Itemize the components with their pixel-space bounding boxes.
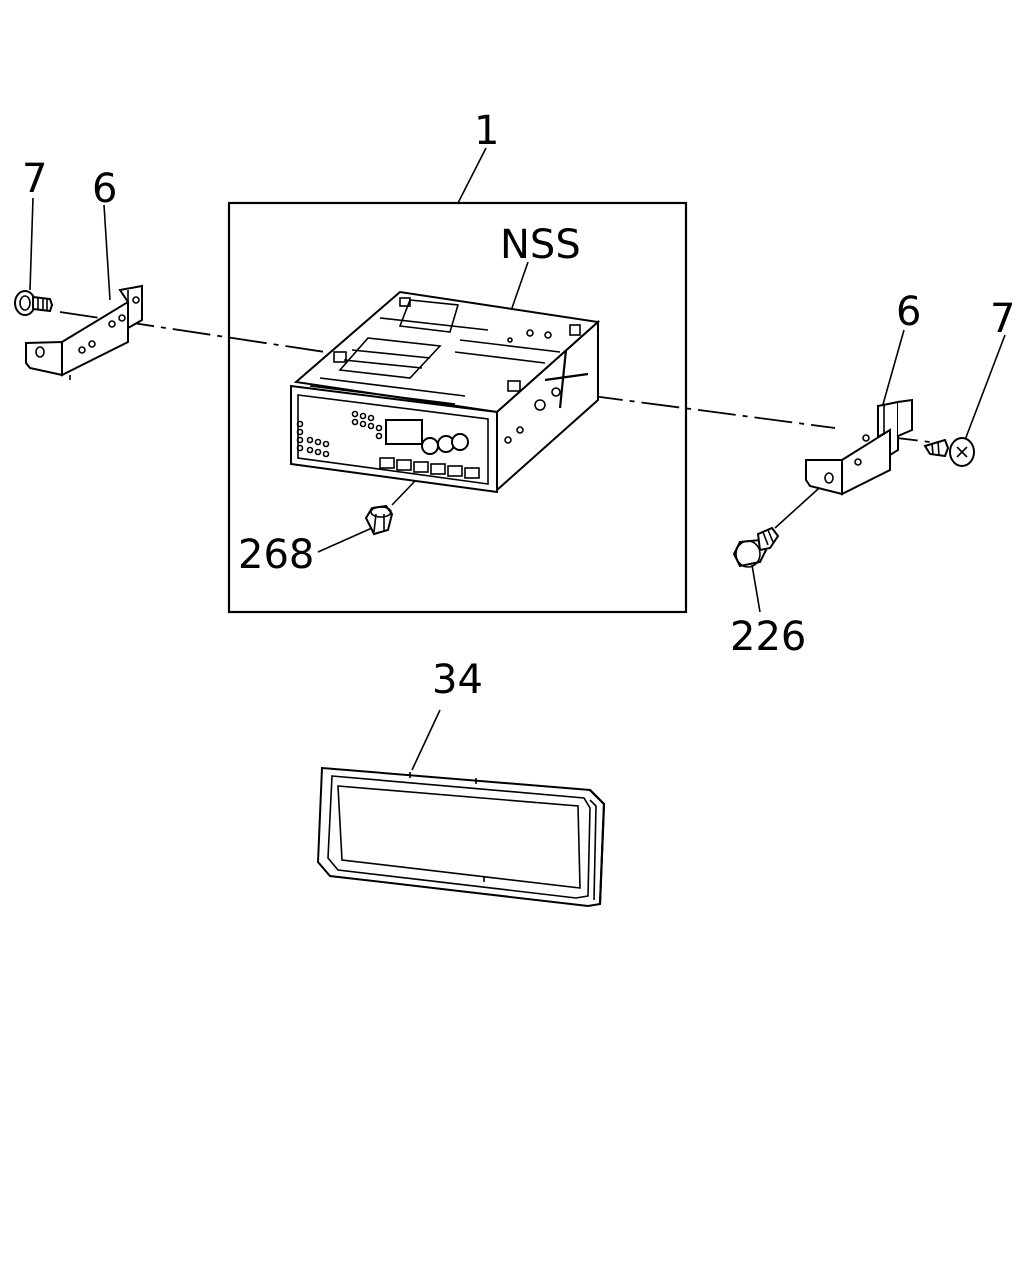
screw-left-icon — [14, 290, 54, 316]
bracket-right-icon — [805, 398, 913, 496]
callout-radio-assembly: 1 — [474, 108, 499, 154]
bolt-icon — [732, 526, 780, 568]
leader-34 — [411, 709, 441, 771]
callout-bracket-left: 6 — [92, 166, 117, 212]
screw-right-icon — [923, 437, 975, 467]
callout-screw-right: 7 — [990, 296, 1015, 342]
leader-268 — [317, 527, 373, 553]
bracket-left-icon — [25, 284, 143, 380]
callout-knob: 268 — [238, 532, 314, 578]
callout-nss: NSS — [500, 222, 581, 268]
leader-nss — [511, 261, 529, 309]
assembly-frame — [227, 201, 688, 614]
callout-bolt: 226 — [730, 614, 806, 660]
callout-bracket-right: 6 — [896, 289, 921, 335]
centerline-left — [59, 311, 326, 353]
leader-6-left — [103, 204, 111, 301]
leader-226 — [751, 564, 761, 613]
leader-7-left — [29, 197, 34, 291]
leader-7-right — [964, 334, 1006, 441]
callout-screw-left: 7 — [22, 156, 47, 202]
knob-icon — [364, 504, 394, 536]
bezel-frame-icon — [316, 766, 606, 908]
radio-unit-icon — [290, 290, 601, 494]
leader-1 — [457, 147, 487, 204]
centerline-right — [584, 394, 836, 429]
callout-trim-bezel: 34 — [432, 657, 483, 703]
leader-6-right — [879, 329, 905, 416]
